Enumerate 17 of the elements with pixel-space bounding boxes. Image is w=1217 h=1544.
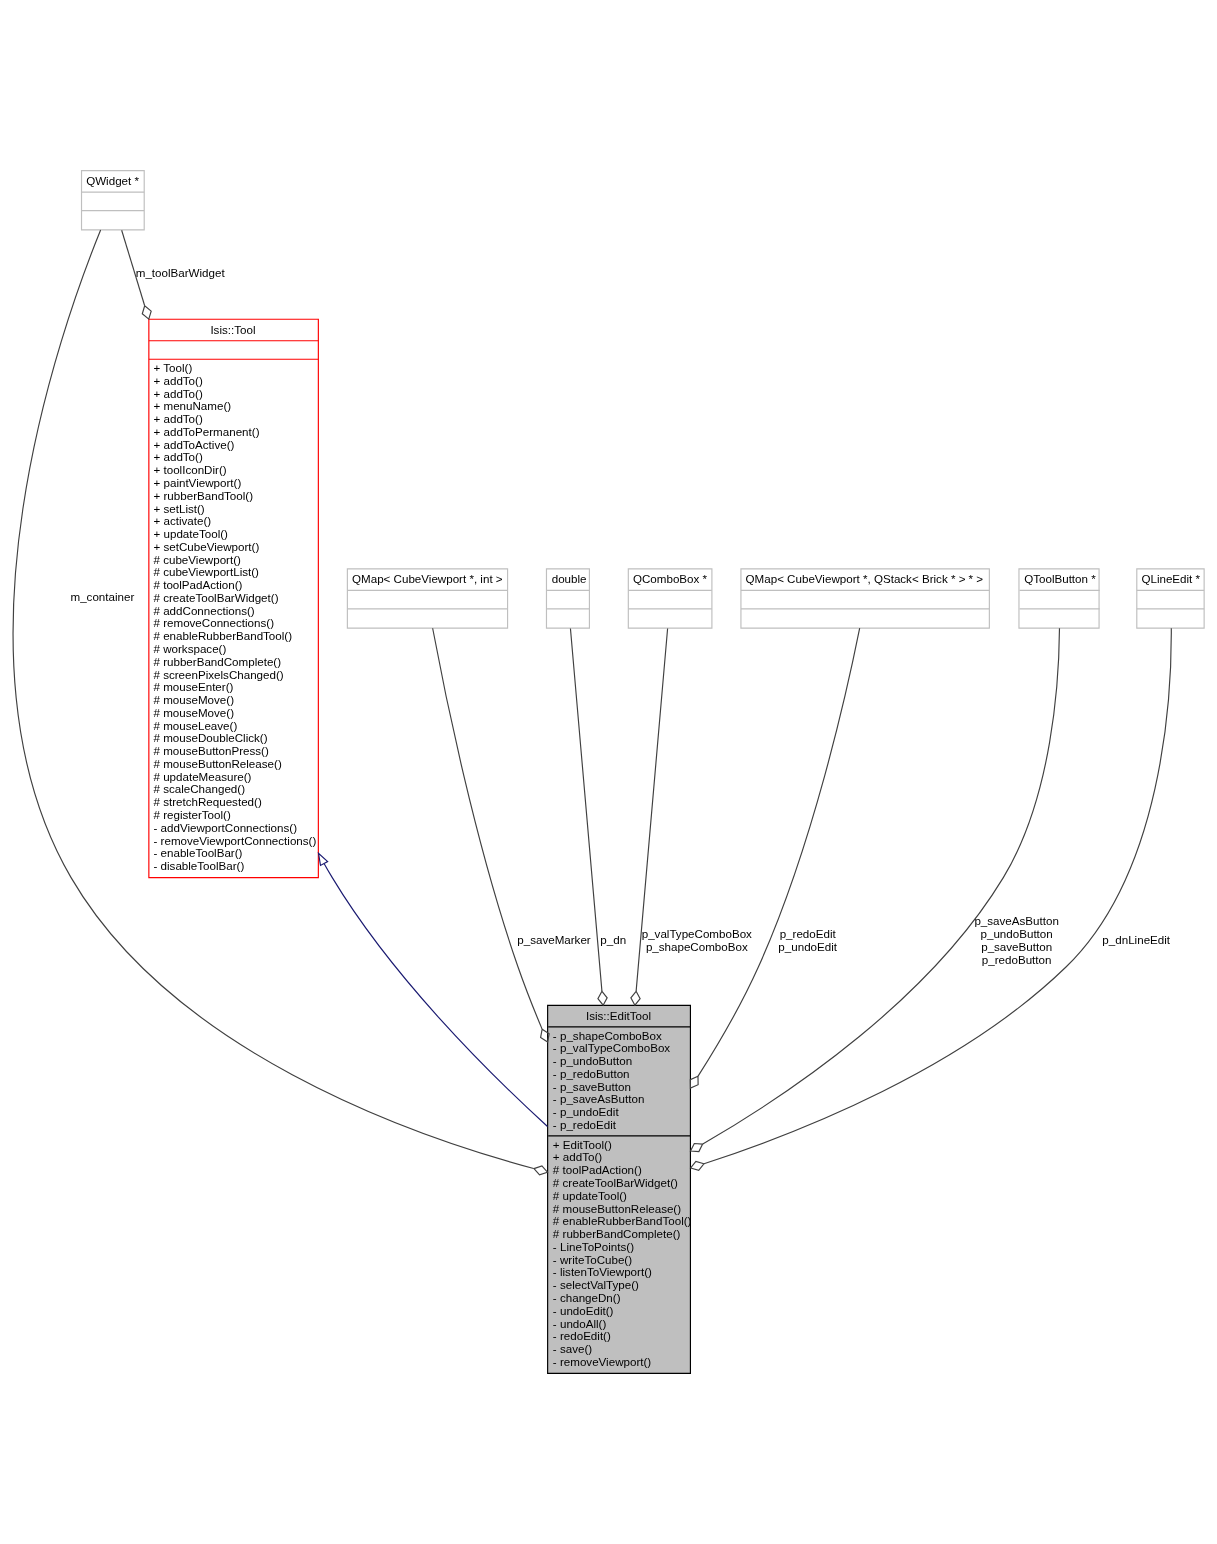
connector [569,627,608,1007]
edge-label: p_valTypeComboBox p_shapeComboBox [641,927,752,953]
connector [12,229,549,1176]
connector [432,627,550,1043]
edge-label: p_dn [600,933,627,947]
edge-label: p_saveMarker [517,933,591,947]
connector [689,627,1172,1171]
edge-label: p_redoEdit p_undoEdit [778,927,838,953]
arrow [317,851,549,1128]
connector [630,627,669,1007]
edge-label: p_dnLineEdit [1102,933,1171,947]
connector [689,627,861,1089]
connector [689,627,1061,1153]
edge-label: m_container [70,590,135,604]
edge-label: p_saveAsButton p_undoButton p_saveButton p_redoButton [974,914,1059,966]
connector [121,229,152,321]
edge-label: m_toolBarWidget [135,266,225,280]
